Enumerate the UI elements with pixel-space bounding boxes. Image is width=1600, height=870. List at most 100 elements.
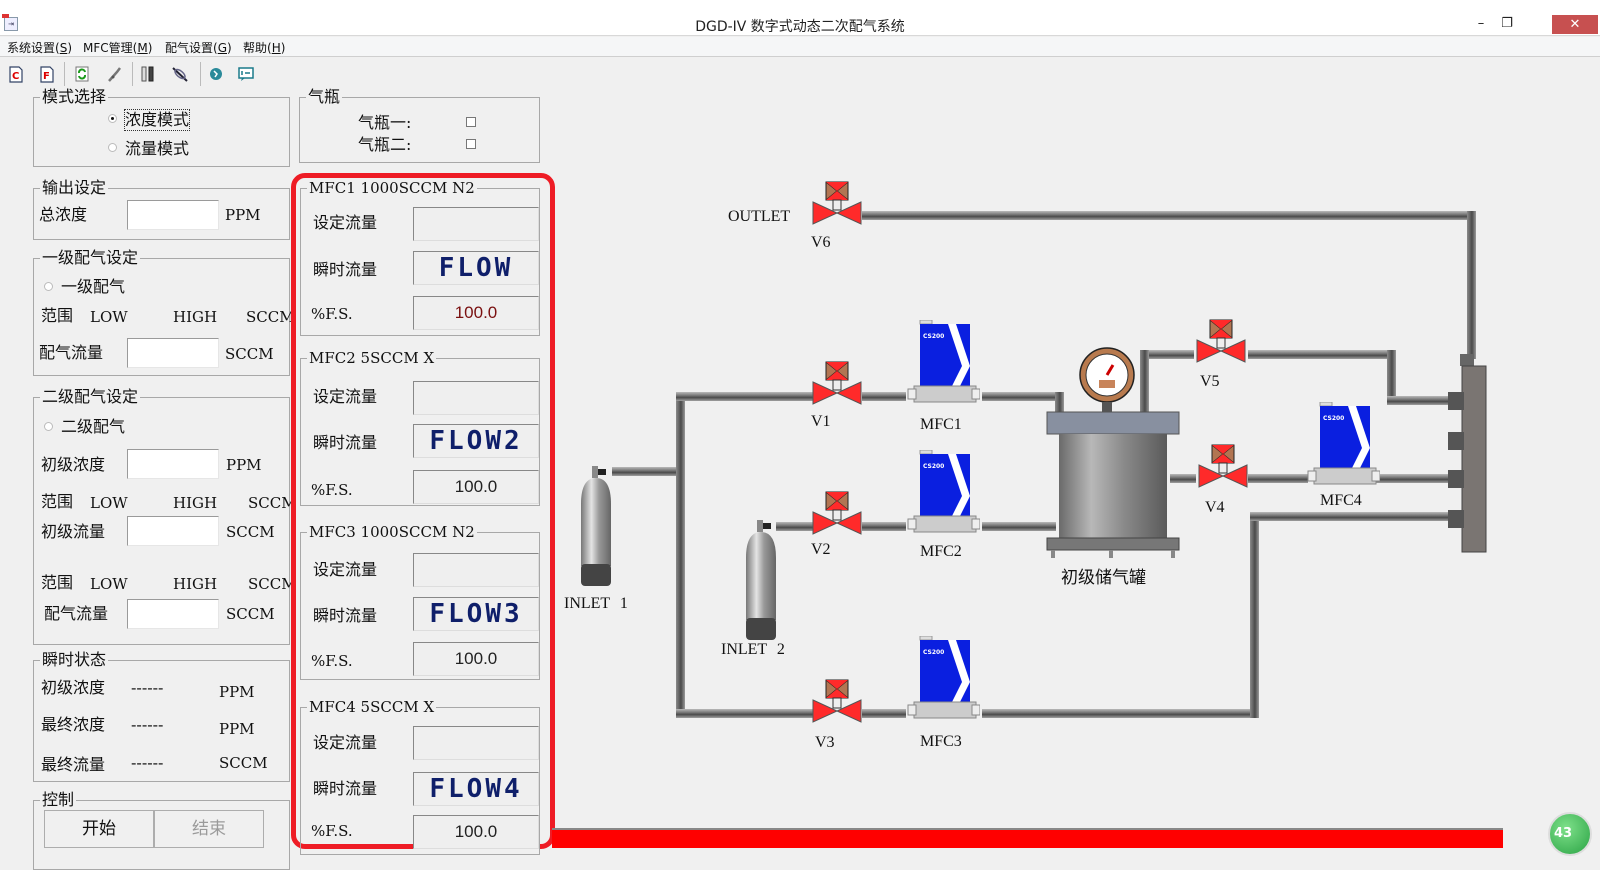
menu-system-settings[interactable]: 系统设置(S) [7, 39, 72, 56]
flow-mode-radio[interactable] [108, 143, 117, 152]
cylinder-group-title: 气瓶 [306, 87, 343, 107]
message-icon[interactable] [236, 64, 256, 84]
mfc3-device-icon[interactable]: CS200 [906, 636, 980, 724]
stage2-group-title: 二级配气设定 [40, 387, 141, 407]
mfc2-device-icon[interactable]: CS200 [906, 450, 980, 538]
valve-v5-icon[interactable] [1196, 318, 1246, 368]
svg-text:F: F [43, 71, 50, 82]
pipe-tank-up [1140, 350, 1149, 412]
total-concentration-label: 总浓度 [39, 205, 88, 224]
initial-concentration-input[interactable] [127, 449, 219, 479]
mfc3-title: MFC3 1000SCCM N2 [307, 522, 477, 542]
cylinder-1-checkbox[interactable] [466, 117, 476, 127]
start-button[interactable]: 开始 [44, 810, 154, 848]
initial-flow-unit: SCCM [226, 523, 275, 541]
mfc2-set-flow-label: 设定流量 [313, 387, 378, 406]
pipe-v1-mfc1 [862, 392, 906, 401]
flow-mode-label[interactable]: 流量模式 [125, 139, 190, 158]
total-concentration-unit: PPM [225, 206, 261, 224]
mfc3-set-flow-field[interactable] [413, 553, 539, 587]
pipe-outlet-down [1467, 211, 1476, 359]
status-group: 瞬时状态 初级浓度 ------ PPM 最终浓度 ------ PPM 最终流… [33, 650, 290, 782]
total-concentration-input[interactable] [127, 200, 219, 230]
mfc2-group: MFC2 5SCCM X 设定流量 瞬时流量 FLOW2 %F.S. 100.0 [300, 348, 540, 506]
mix-flow-input[interactable] [127, 599, 219, 629]
cylinder-2-checkbox[interactable] [466, 139, 476, 149]
pipe-mfc2-tank [982, 522, 1056, 531]
mfc1-set-flow-field[interactable] [413, 207, 539, 241]
stage1-flow-input[interactable] [127, 338, 219, 368]
menu-mixing-settings[interactable]: 配气设置(G) [165, 39, 232, 56]
menu-label-end: ) [280, 41, 286, 55]
pipe-mfc1-tank [982, 392, 1062, 401]
menu-accelerator: M [137, 41, 148, 55]
inlet1-cylinder-icon[interactable] [578, 464, 614, 590]
pipe-to-v3 [676, 709, 813, 718]
valve-v4-icon[interactable] [1198, 443, 1248, 493]
stage1-radio-label[interactable]: 一级配气 [61, 277, 126, 296]
stop-button[interactable]: 结束 [154, 810, 264, 848]
toolbar-separator [200, 62, 201, 86]
control-group: 控制 开始 结束 [33, 790, 290, 870]
calibrate-icon[interactable] [105, 64, 125, 84]
app-icon[interactable]: ⇥ [2, 14, 18, 31]
mfc2-set-flow-field[interactable] [413, 381, 539, 415]
cylinder-1-label: 气瓶一: [358, 113, 412, 132]
notification-badge[interactable]: 43 [1548, 812, 1592, 856]
inlet2-cylinder-icon[interactable] [743, 518, 779, 644]
mfc1-device-icon[interactable]: CS200 [906, 320, 980, 408]
stage2-range2-low: LOW [90, 575, 128, 593]
window-title: DGD-IV 数字式动态二次配气系统 [695, 19, 905, 35]
mfc4-label: MFC4 [1320, 492, 1362, 509]
stage2-radio[interactable] [44, 422, 53, 431]
status-final-conc-value: ------ [131, 715, 164, 734]
maximize-button[interactable]: ❐ [1501, 16, 1513, 31]
mfc4-set-flow-field[interactable] [413, 726, 539, 760]
mfc4-device-icon[interactable]: CS200 [1306, 402, 1380, 490]
flow-file-icon[interactable]: F [37, 64, 57, 84]
pipe-v2-mfc2 [862, 522, 906, 531]
valve-v3-icon[interactable] [812, 678, 862, 728]
mfc2-title: MFC2 5SCCM X [307, 348, 437, 368]
mfc-model-text: CS200 [923, 463, 944, 470]
valve-v1-icon[interactable] [812, 360, 862, 410]
concentration-mode-label[interactable]: 浓度模式 [123, 109, 191, 131]
concentration-mode-radio[interactable] [108, 114, 117, 123]
primary-tank-icon[interactable] [1045, 342, 1183, 562]
stage2-group: 二级配气设定 二级配气 初级浓度 PPM 范围 LOW HIGH SCCM 初级… [33, 387, 297, 645]
status-progress-bar [552, 828, 1503, 848]
menu-mfc-management[interactable]: MFC管理(M) [83, 39, 152, 56]
output-group: 输出设定 总浓度 PPM [33, 178, 290, 240]
refresh-icon[interactable] [72, 64, 92, 84]
status-final-conc-unit: PPM [219, 720, 255, 738]
v1-label: V1 [811, 413, 831, 430]
stage1-group-title: 一级配气设定 [40, 248, 141, 268]
v4-label: V4 [1205, 499, 1225, 516]
stage1-radio[interactable] [44, 282, 53, 291]
stage2-range2-label: 范围 [41, 573, 74, 592]
mfc3-instant-flow-display: FLOW3 [413, 597, 539, 631]
outlet-manifold-icon[interactable] [1444, 354, 1490, 556]
mfc1-instant-flow-display: FLOW [413, 251, 539, 285]
pipe-inlet1 [612, 467, 678, 476]
initial-flow-input[interactable] [127, 516, 219, 546]
mode-group: 模式选择 浓度模式 流量模式 [33, 87, 290, 167]
valve-v6-icon[interactable] [812, 180, 862, 230]
about-icon[interactable] [206, 64, 226, 84]
valve-v2-icon[interactable] [812, 490, 862, 540]
mfc-model-text: CS200 [923, 649, 944, 656]
stage2-radio-label[interactable]: 二级配气 [61, 417, 126, 436]
stage2-range-high: HIGH [173, 494, 218, 512]
mfc1-set-flow-label: 设定流量 [313, 213, 378, 232]
columns-icon[interactable] [138, 64, 158, 84]
pipe-mfc3-return [982, 709, 1258, 718]
minimize-button[interactable]: – [1477, 16, 1485, 31]
concentration-file-icon[interactable]: C [6, 64, 26, 84]
menu-help[interactable]: 帮助(H) [243, 39, 285, 56]
svg-text:C: C [12, 71, 19, 82]
mfc1-title: MFC1 1000SCCM N2 [307, 178, 477, 198]
pipe-return-up [1250, 512, 1259, 718]
mode-group-title: 模式选择 [40, 87, 109, 107]
disconnect-icon[interactable] [170, 64, 190, 84]
close-button[interactable]: ✕ [1552, 15, 1598, 34]
